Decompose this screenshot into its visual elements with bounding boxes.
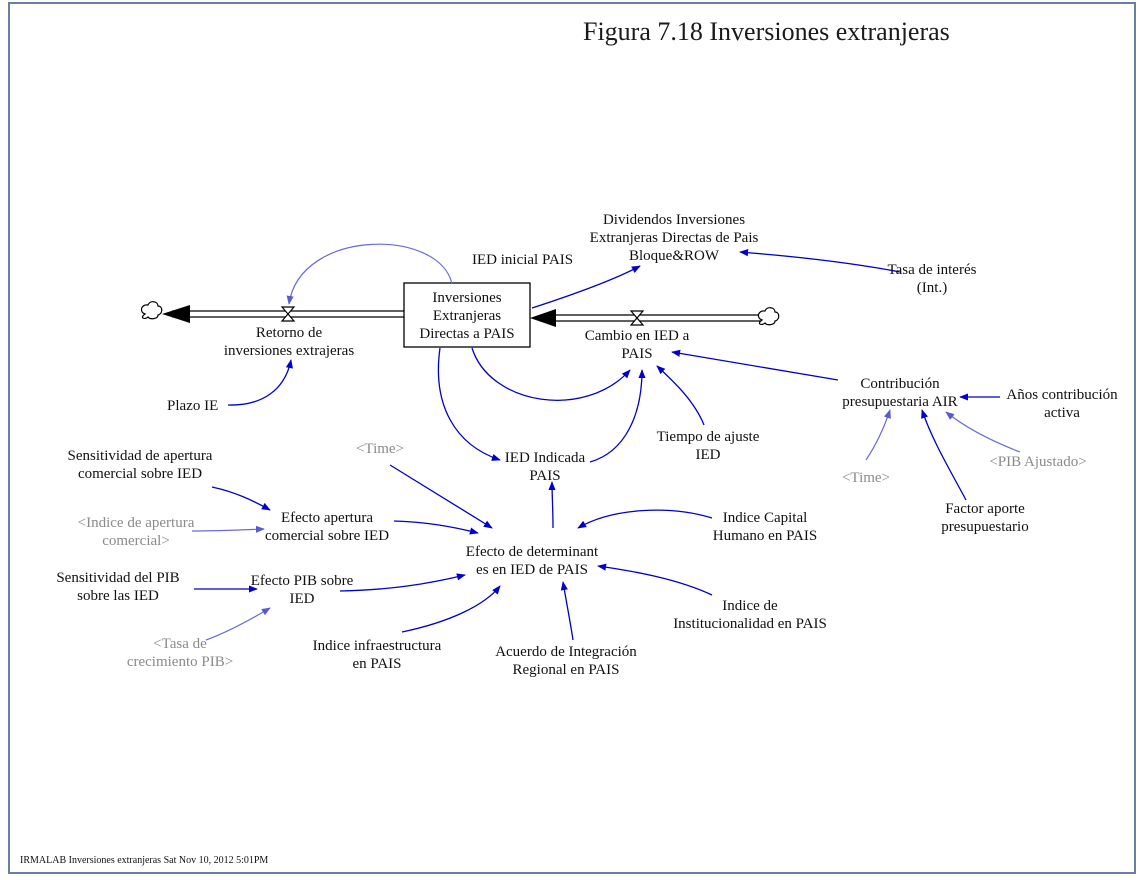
flow-retorno-1: Retorno de xyxy=(256,325,323,341)
shadow-indice-apertura-1: <Indice de apertura xyxy=(78,515,195,531)
link-stock-retorno xyxy=(286,243,453,305)
var-tasa-interes-2: (Int.) xyxy=(917,280,947,296)
var-sens-pib-1: Sensitividad del PIB xyxy=(56,570,179,586)
link-apertura-determinantes xyxy=(393,520,479,535)
flow-cambio-1: Cambio en IED a xyxy=(585,328,690,344)
var-indice-instit-2: Institucionalidad en PAIS xyxy=(673,616,827,632)
var-acuerdo-1: Acuerdo de Integración xyxy=(495,644,637,660)
stock-label-2: Extranjeras xyxy=(433,308,501,324)
var-sens-apertura-1: Sensitividad de apertura xyxy=(68,448,213,464)
link-pib-contribucion xyxy=(945,411,1021,453)
var-ied-indicada-1: IED Indicada xyxy=(505,450,586,466)
flow-retorno-2: inversiones extrajeras xyxy=(224,343,355,359)
link-capital-determinantes xyxy=(577,509,713,529)
var-contribucion-2: presupuestaria AIR xyxy=(842,394,957,410)
var-indice-infra-1: Indice infraestructura xyxy=(313,638,442,654)
var-indice-instit-1: Indice de xyxy=(722,598,778,614)
var-indice-capital-2: Humano en PAIS xyxy=(713,528,817,544)
valve-retorno-icon xyxy=(280,306,296,322)
var-tiempo-ajuste-2: IED xyxy=(696,447,721,463)
figure-title: Figura 7.18 Inversiones extranjeras xyxy=(583,17,950,46)
link-sensapertura-efecto xyxy=(211,486,271,511)
var-factor-aporte-1: Factor aporte xyxy=(945,501,1025,517)
link-stock-dividendos xyxy=(531,265,641,309)
link-indiceapertura-efecto xyxy=(191,525,265,533)
sink-cloud-right xyxy=(757,307,780,326)
shadow-time-2: <Time> xyxy=(842,470,890,486)
valve-cambio-icon xyxy=(629,310,645,326)
var-dividendos-2: Extranjeras Directas de Pais xyxy=(590,230,759,246)
var-acuerdo-2: Regional en PAIS xyxy=(513,662,620,678)
var-plazo-ie: Plazo IE xyxy=(167,398,218,414)
stock-label-3: Directas a PAIS xyxy=(419,326,514,342)
link-stock-cambio xyxy=(471,347,631,401)
shadow-tasa-crec-2: crecimiento PIB> xyxy=(127,654,233,670)
var-factor-aporte-2: presupuestario xyxy=(941,519,1028,535)
link-acuerdo-determinantes xyxy=(560,581,574,641)
stock-box xyxy=(403,282,531,348)
link-infra-determinantes xyxy=(401,585,501,633)
var-anos-2: activa xyxy=(1044,405,1080,421)
var-efecto-determinantes-2: es en IED de PAIS xyxy=(476,562,588,578)
link-factor-contribucion xyxy=(921,409,967,501)
var-ied-indicada-2: PAIS xyxy=(529,468,560,484)
footer-caption: IRMALAB Inversiones extranjeras Sat Nov … xyxy=(20,855,268,866)
shadow-indice-apertura-2: comercial> xyxy=(102,533,170,549)
source-cloud-left xyxy=(140,301,163,320)
shadow-tasa-crec-1: <Tasa de xyxy=(153,636,207,652)
var-indice-infra-2: en PAIS xyxy=(352,656,401,672)
link-determinantes-iedindicada xyxy=(548,481,556,529)
link-stock-iedindicada xyxy=(437,347,501,461)
flow-cambio-2: PAIS xyxy=(621,346,652,362)
var-efecto-pib-1: Efecto PIB sobre xyxy=(251,573,354,589)
var-sens-pib-2: sobre las IED xyxy=(77,588,159,604)
var-tiempo-ajuste-1: Tiempo de ajuste xyxy=(657,429,760,445)
link-time1-determinantes xyxy=(389,464,493,529)
link-time2-contribucion xyxy=(865,409,891,461)
var-tasa-interes-1: Tasa de interés xyxy=(888,262,977,278)
link-tiempo-cambio xyxy=(656,365,705,426)
inflow-pipe xyxy=(530,309,762,327)
link-efectopib-determinantes xyxy=(339,573,466,592)
var-dividendos-3: Bloque&ROW xyxy=(629,248,720,264)
var-contribucion-1: Contribución xyxy=(860,376,940,392)
var-efecto-determinantes-1: Efecto de determinant xyxy=(466,544,599,560)
var-ied-inicial: IED inicial PAIS xyxy=(472,252,573,268)
link-contribucion-cambio xyxy=(671,349,839,381)
link-tasacrec-efectopib xyxy=(205,607,271,641)
link-iedindicada-cambio xyxy=(589,369,646,463)
var-efecto-apertura-2: comercial sobre IED xyxy=(265,528,389,544)
figure-frame xyxy=(8,2,1136,874)
shadow-time-1: <Time> xyxy=(356,441,404,457)
stock-label-1: Inversiones xyxy=(432,290,501,306)
link-plazo-retorno xyxy=(227,359,293,406)
shadow-pib-ajustado: <PIB Ajustado> xyxy=(989,454,1086,470)
link-tasa-dividendos xyxy=(739,249,901,273)
var-indice-capital-1: Indice Capital xyxy=(723,510,808,526)
link-instit-determinantes xyxy=(597,563,713,596)
var-sens-apertura-2: comercial sobre IED xyxy=(78,466,202,482)
var-anos-1: Años contribución xyxy=(1006,387,1118,403)
var-efecto-pib-2: IED xyxy=(290,591,315,607)
var-efecto-apertura-1: Efecto apertura xyxy=(281,510,373,526)
var-dividendos-1: Dividendos Inversiones xyxy=(603,212,745,228)
